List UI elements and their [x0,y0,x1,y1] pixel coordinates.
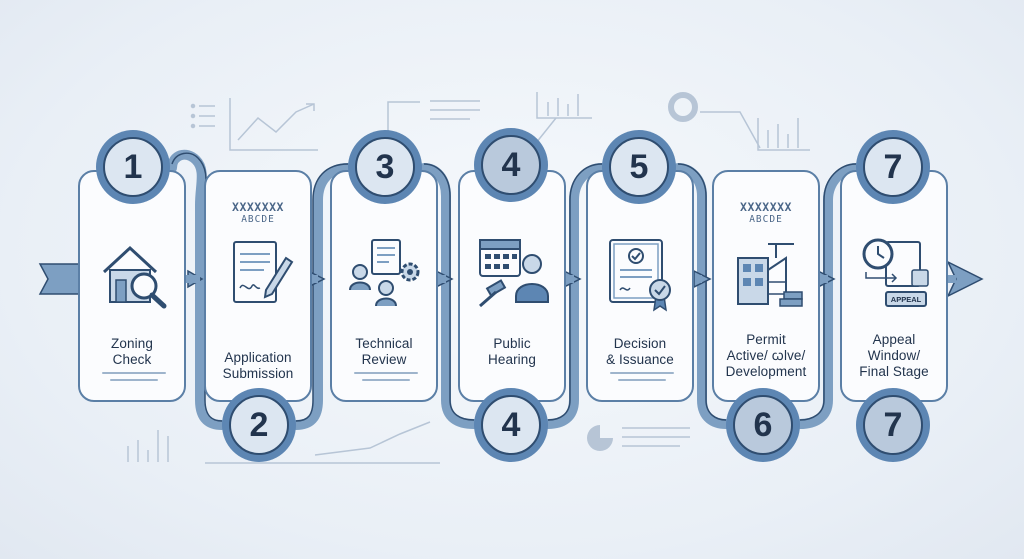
card-subheader: ABCDE [241,214,275,225]
step-number-badge-bottom: 7 [856,388,930,462]
house-magnifier-icon [102,245,167,309]
construction-icon [737,243,803,307]
step-number-badge-top: 1 [96,130,170,204]
step-number-badge-top: 3 [348,130,422,204]
text-placeholder-lines [610,372,674,386]
step-card-5: Decision& Issuance [586,170,694,402]
step-number-badge-top: 5 [602,130,676,204]
card-header: XXXXXXX [740,200,792,214]
document-pen-icon [233,241,294,303]
card-subheader: ABCDE [749,214,783,225]
step-number-badge-bottom: 2 [222,388,296,462]
card-header: XXXXXXX [232,200,284,214]
hearing-gavel-icon [479,239,549,308]
team-review-icon [349,239,420,307]
appeal-stamp: APPEAL [890,295,922,304]
step-number-badge-top: 4 [474,128,548,202]
step-number-badge-bottom: 4 [474,388,548,462]
appeal-clock-icon [862,238,929,307]
text-placeholder-lines [354,372,418,386]
certificate-icon [609,239,671,312]
step-number-badge-bottom: 6 [726,388,800,462]
text-placeholder-lines [102,372,166,386]
step-label: Decision& Issuance [606,336,674,367]
step-number-badge-top: 7 [856,130,930,204]
